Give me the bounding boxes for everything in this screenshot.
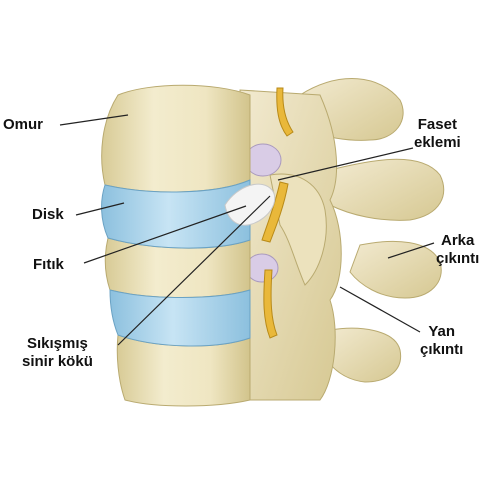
label-compressed-nerve-root-line-1: Sıkışmış <box>26 335 88 352</box>
herniation-bulge <box>224 183 276 226</box>
label-transverse-process-line-1: Yan <box>428 323 456 340</box>
label-spinous-process: Arka çıkıntı <box>436 232 479 268</box>
intervertebral-discs <box>101 179 251 347</box>
label-transverse-process-line-2: çıkıntı <box>420 341 464 358</box>
label-disk: Disk <box>32 206 64 223</box>
label-fitik: Fıtık <box>33 256 64 273</box>
label-facet-joint-line-2: eklemi <box>414 134 461 151</box>
label-spinous-process-line-1: Arka <box>441 232 475 249</box>
label-transverse-process: Yan çıkıntı <box>420 323 463 359</box>
label-compressed-nerve-root-line-2: sinir kökü <box>22 353 93 370</box>
vertebral-arch <box>239 89 342 401</box>
label-facet-joint-line-1: Faset <box>417 116 457 133</box>
label-omur: Omur <box>3 116 44 133</box>
label-spinous-process-line-2: çıkıntı <box>436 250 480 267</box>
nerve-roots <box>261 87 294 339</box>
leader-lines <box>59 114 435 346</box>
label-facet-joint: Faset eklemi <box>414 116 461 152</box>
label-compressed-nerve-root: Sıkışmış sinir kökü <box>22 335 93 371</box>
